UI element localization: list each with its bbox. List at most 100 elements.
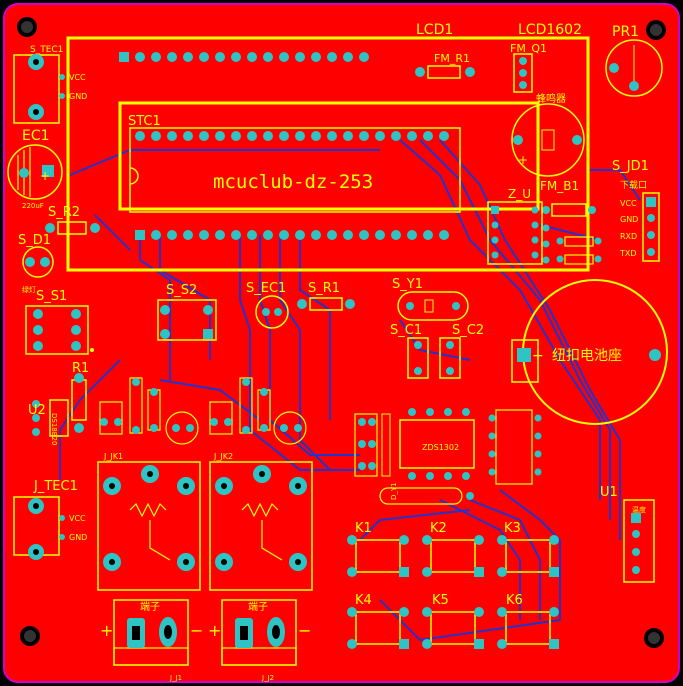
stc-pin [359,230,369,240]
u1-connector [623,499,655,583]
lcd-pin [311,52,321,62]
label-k2: K2 [430,521,447,536]
lcd-pin [135,52,145,62]
label-minus-2: − [298,621,311,640]
key-pad [422,535,432,545]
label-coin-cell: 纽扣电池座 [552,348,622,364]
label-jd-gnd: GND [620,215,638,224]
stc-pin [391,131,401,141]
s-ec1-capacitor [255,295,289,329]
stc-pin [247,131,257,141]
label-coin-plus: + [532,348,544,364]
stc-pin [343,230,353,240]
lcd-pin [231,52,241,62]
s-r1-resistor [297,297,355,311]
key-pad [474,535,484,545]
label-u1: U1 [600,485,618,500]
lcd-pin [343,52,353,62]
stc-pin [327,131,337,141]
label-ds1302: ZDS1302 [422,443,459,452]
lcd1602-outline [66,36,590,272]
fm-r1-resistor [415,65,475,79]
terminal-j2 [221,599,297,666]
label-lcd1602: LCD1602 [518,22,582,38]
label-s-r2: S_R2 [48,205,80,220]
lcd-pin-row [119,52,369,62]
key-pad [474,567,484,577]
u2-sensor [32,399,69,437]
stc-pin [279,131,289,141]
label-s-s1: S_S1 [36,289,67,304]
key-outline [505,611,551,645]
label-terminal-1: 端子 [140,600,160,613]
pr1-photoresistor [605,39,663,97]
label-u2-part: DS18B20 [50,413,58,445]
label-ec1-value: 220uF [22,202,44,210]
stc1-outline [118,101,540,211]
label-lcd1: LCD1 [416,22,453,38]
stc-pin [375,131,385,141]
key-pad [497,607,507,617]
stc-pin [439,131,449,141]
label-r1: R1 [72,361,89,376]
key-pad [347,639,357,649]
stc-pin [279,230,289,240]
stc-pin [215,131,225,141]
stc-pin [231,131,241,141]
lcd-pin [295,52,305,62]
comm-resistors [542,224,602,265]
lcd-pin [151,52,161,62]
label-fm-r1: FM_R1 [434,52,470,65]
stc-pin [231,230,241,240]
key-pad [399,567,409,577]
label-rxd: RXD [620,232,637,241]
label-z-u: Z_U [508,187,531,201]
stc-pin [263,131,273,141]
label-plus-2: + [208,621,221,640]
label-s-tec1: S_TEC1 [30,45,63,55]
s-c1-capacitor [407,337,429,379]
label-s-c1: S_C1 [390,323,422,338]
key-pad [549,639,559,649]
stc-pin [439,230,449,240]
stc-pin [343,131,353,141]
label-u1-part: 温度 [632,505,646,514]
lcd-pin [119,52,129,62]
stc-pin-row-top [135,131,449,141]
lcd-pin [327,52,337,62]
stc-pin [359,131,369,141]
label-j-j1: J_J1 [169,674,182,682]
stc-pin [375,230,385,240]
label-terminal-2: 端子 [248,600,268,613]
key-pad [422,607,432,617]
label-s-y1: S_Y1 [392,277,423,292]
s-y1-crystal [397,291,469,321]
key-pad [474,639,484,649]
label-gnd-bottom: GND [69,533,87,542]
label-jd-vcc: VCC [620,199,637,208]
s-jd1-header [642,192,660,262]
j-tec1-connector [13,496,65,560]
key-outline [505,539,551,573]
label-s-c2: S_C2 [452,323,484,338]
label-j-jk2: J_JK2 [213,452,233,461]
key-pad [422,567,432,577]
terminal-j1 [113,599,189,666]
key-pad [497,535,507,545]
stc-pin [199,131,209,141]
label-vcc-top: VCC [69,73,86,82]
s-r2-resistor [45,221,100,235]
s-d1-led [22,246,54,278]
label-j-tec1: J_TEC1 [33,479,78,494]
label-fm-q1: FM_Q1 [510,42,547,55]
label-vcc-bottom: VCC [69,514,86,523]
key-pad [549,607,559,617]
board-outline [3,3,680,683]
stc-pin [263,230,273,240]
label-txd: TXD [619,249,637,258]
label-green-led: 绿灯 [22,285,36,294]
stc-pin [423,131,433,141]
fm-q1-transistor [513,53,533,93]
lcd-pin [279,52,289,62]
relay-jk2 [209,461,313,591]
